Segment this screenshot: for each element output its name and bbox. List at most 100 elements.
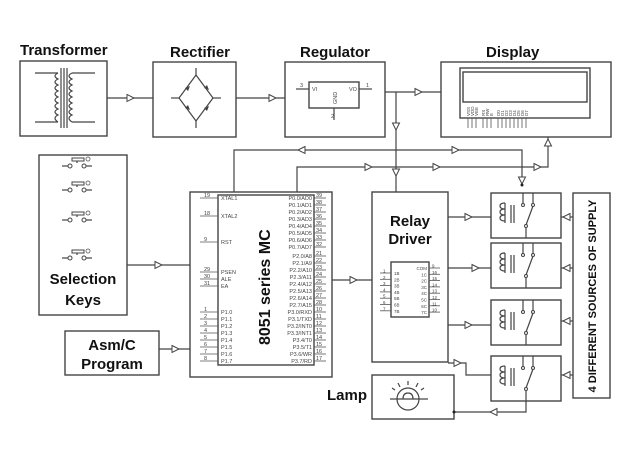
mcu-pin-number: 5 [204, 335, 207, 341]
driver-pin-number: 14 [432, 282, 438, 287]
relay-3 [490, 299, 562, 346]
mcu-pin-label: P1.2 [221, 324, 232, 330]
mcu-pin-label: P3.6/WR [290, 352, 312, 358]
mcu-pin-number: 36 [316, 214, 322, 220]
mcu-pin-label: XTAL2 [221, 214, 237, 220]
mcu-label: 8051 series MC [257, 229, 274, 345]
lcd-pin-label: VDD [470, 106, 475, 116]
mcu-pin-number: 15 [316, 342, 322, 348]
mcu-pin-number: 39 [316, 193, 322, 199]
driver-pin-label: 4C [421, 291, 428, 296]
mcu-pin-number: 27 [316, 293, 322, 299]
driver-pin-label: COM [417, 266, 428, 271]
svg-text:1: 1 [366, 83, 369, 89]
svg-text:3: 3 [300, 83, 303, 89]
driver-pin-number: 3 [383, 281, 386, 286]
mcu-pin-number: 34 [316, 228, 322, 234]
mcu-pin-label: P3.2/INT0 [287, 324, 312, 330]
mcu-pin-label: P2.3/A11 [290, 275, 312, 281]
mcu-pin-number: 8 [204, 356, 207, 362]
relay-icon [490, 299, 562, 346]
mcu-pin-label: EA [221, 284, 229, 290]
mcu-pin-label: XTAL1 [221, 196, 237, 202]
mcu-pin-label: P2.5/A13 [289, 289, 312, 295]
driver-pin-number: 16 [432, 270, 438, 275]
mcu-pin-label: P3.3/INT1 [287, 331, 312, 337]
lamp-block [371, 374, 455, 420]
relay-driver-label-1: Relay [390, 213, 431, 230]
mcu-pin-number: 14 [316, 335, 322, 341]
driver-pin-label: 2C [421, 279, 428, 284]
driver-pin-number: 6 [383, 300, 386, 305]
mcu-pin-number: 4 [204, 328, 207, 334]
relay-4 [490, 355, 562, 402]
relay-icon [490, 192, 562, 239]
regulator-pin-vi: VI [312, 87, 318, 93]
mcu-pin-number: 25 [316, 279, 322, 285]
supply-label: 4 DIFFERENT SOURCES OF SUPPLY [587, 199, 599, 392]
driver-pin-number: 5 [383, 294, 386, 299]
regulator-title: Regulator [300, 44, 370, 61]
mcu-pin-number: 1 [204, 307, 207, 313]
transformer-title: Transformer [20, 42, 108, 59]
mcu-pin-number: 37 [316, 207, 322, 213]
mcu-pin-number: 26 [316, 286, 322, 292]
driver-pin-number: 2 [383, 275, 386, 280]
lcd-pin-label: D2 [504, 110, 509, 116]
mcu-pin-label: P1.6 [221, 352, 232, 358]
mcu-pin-number: 24 [316, 272, 322, 278]
mcu-pin-number: 35 [316, 221, 322, 227]
rectifier-block [152, 61, 237, 138]
driver-pin-label: 6B [394, 303, 400, 308]
regulator-pin-vo: VO [349, 87, 358, 93]
relay-icon [490, 242, 562, 289]
lcd-pin-label: D1 [500, 110, 505, 116]
mcu-pin-label: P0.6/AD6 [288, 238, 312, 244]
mcu-pin-label: P2.7/A15 [289, 303, 312, 309]
program-block: Asm/C Program [64, 330, 160, 376]
mcu-pin-number: 2 [204, 314, 207, 320]
mcu-pin-number: 18 [204, 211, 210, 217]
mcu-pin-label: P1.4 [221, 338, 232, 344]
mcu-pin-number: 10 [316, 307, 322, 313]
mcu-pin-label: P2.4/A12 [289, 282, 312, 288]
mcu-pin-number: 22 [316, 258, 322, 264]
transformer-block [19, 60, 108, 137]
lcd-pin-label: E [489, 113, 494, 116]
mcu-pin-number: 29 [204, 267, 210, 273]
mcu-pin-number: 32 [316, 242, 322, 248]
driver-pin-label: 7C [421, 310, 428, 315]
relay-icon [490, 355, 562, 402]
mcu-pin-number: 12 [316, 321, 322, 327]
driver-pin-label: 1B [394, 271, 400, 276]
uln-chip [390, 261, 430, 318]
relay-1 [490, 192, 562, 239]
driver-pin-number: 13 [432, 289, 438, 294]
lcd-screen [462, 71, 588, 103]
mcu-pin-label: P2.1/A9 [292, 261, 312, 267]
mcu-pin-label: P1.3 [221, 331, 232, 337]
lcd-pin-label: RS [481, 110, 486, 116]
mcu-pin-label: P3.1/TXD [288, 317, 312, 323]
lamp-icon [390, 381, 428, 411]
mcu-pin-label: ALE [221, 277, 232, 283]
lcd-pin-label: VSS [466, 107, 471, 116]
mcu-pin-label: P1.5 [221, 345, 232, 351]
lcd-pin-label: D3 [508, 110, 513, 116]
mcu-pin-number: 23 [316, 265, 322, 271]
rectifier-title: Rectifier [170, 44, 230, 61]
lcd-pin-label: D6 [520, 110, 525, 116]
mcu-pin-number: 7 [204, 349, 207, 355]
mcu-pin-number: 16 [316, 349, 322, 355]
bus-mcu-relay-control [233, 149, 523, 192]
mcu-pin-number: 11 [316, 314, 322, 320]
mcu-pin-label: P0.0/AD0 [288, 196, 312, 202]
selection-keys-label-1: Selection [50, 271, 117, 288]
bus-mcu-display [296, 137, 549, 192]
driver-pin-label: 5C [421, 298, 428, 303]
driver-pin-number: 1 [383, 269, 386, 274]
bridge-rectifier-icon [171, 68, 221, 128]
